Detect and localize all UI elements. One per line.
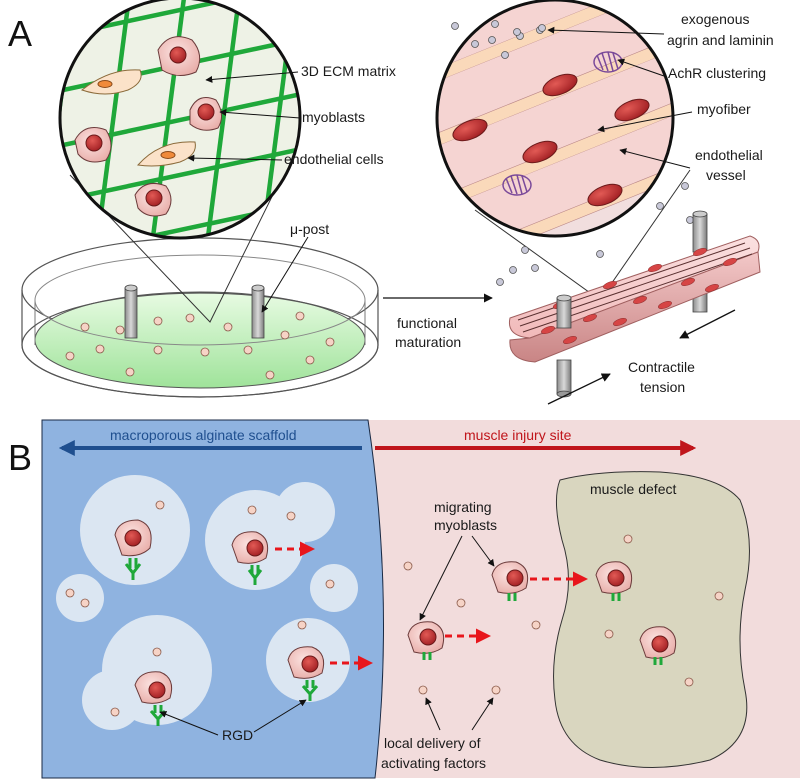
label-myoblasts: myoblasts: [302, 109, 365, 125]
label-ecm: 3D ECM matrix: [301, 63, 396, 79]
label-achr-clustering: AchR clustering: [668, 65, 766, 81]
label-functional: functional: [397, 315, 457, 331]
label-migrating: migrating: [434, 499, 492, 515]
agrin-dots: [451, 20, 694, 286]
label-myofiber: myofiber: [697, 101, 751, 117]
label-rgd: RGD: [222, 727, 253, 743]
zoom-cone-left: [69, 149, 296, 323]
panel-a-left-labels: 3D ECM matrix myoblasts endothelial cell…: [187, 63, 396, 313]
myofiber-zoom-circle: [435, 0, 675, 238]
label-endothelial: endothelial: [695, 147, 763, 163]
scaffold-cells: [114, 519, 325, 726]
panel-b-letter: B: [8, 437, 32, 478]
label-muscle-defect: muscle defect: [590, 481, 676, 497]
tension-arrows: Contractile tension: [547, 309, 736, 405]
label-maturation: maturation: [395, 334, 461, 350]
label-scaffold: macroporous alginate scaffold: [110, 427, 297, 443]
label-micro-post: μ-post: [290, 221, 329, 237]
label-endothelial-cells: endothelial cells: [284, 151, 384, 167]
panel-b-labels: migrating myoblasts RGD local delivery o…: [159, 499, 497, 771]
label-local-delivery: local delivery of: [384, 735, 481, 751]
muscle-defect-region: [553, 471, 750, 768]
ecm-zoom-circle: [58, 0, 302, 240]
panel-b-particles: [65, 500, 724, 717]
panel-a-letter: A: [8, 13, 32, 54]
label-agrin-laminin: agrin and laminin: [667, 32, 774, 48]
maturation-arrow: functional maturation: [383, 293, 493, 350]
petri-dish: [21, 237, 379, 398]
label-injury-site: muscle injury site: [464, 427, 572, 443]
label-activating-factors: activating factors: [381, 755, 486, 771]
dish-particles: [65, 311, 335, 380]
label-vessel: vessel: [706, 167, 746, 183]
label-migrating-myoblasts: myoblasts: [434, 517, 497, 533]
panel-b-top-arrows: macroporous alginate scaffold muscle inj…: [58, 427, 697, 456]
muscle-bundle: [508, 210, 761, 398]
panel-a-right-labels: exogenous agrin and laminin AchR cluster…: [547, 11, 774, 183]
dish-posts: [124, 284, 265, 339]
migration-arrows: [275, 541, 588, 671]
label-exogenous: exogenous: [681, 11, 750, 27]
label-tension: tension: [640, 379, 685, 395]
migrating-cells: [407, 561, 677, 665]
label-contractile: Contractile: [628, 359, 695, 375]
